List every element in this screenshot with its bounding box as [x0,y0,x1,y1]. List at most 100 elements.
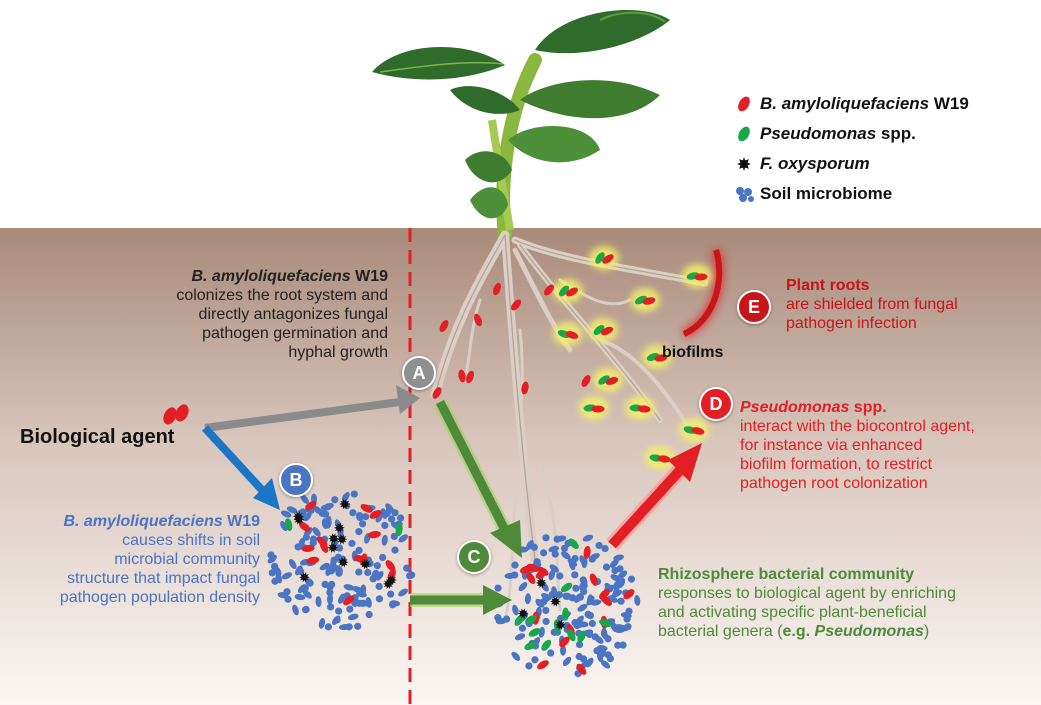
text-e-line: are shielded from fungal [786,295,958,313]
text-c-line: and activating specific plant-beneficial [658,603,927,621]
soil-microbial-community [267,490,416,631]
soil-microbe [292,604,299,616]
bacillus-cell [599,589,610,600]
pseudomonas-cell [599,619,612,628]
text-d-line: pathogen root colonization [740,474,928,492]
soil-microbe [620,612,632,619]
soil-microbe [324,623,333,631]
biofilms-label: biofilms [662,344,724,361]
soil-microbe [380,508,388,519]
soil-microbe [582,534,594,542]
soil-microbe [616,565,624,573]
fungal-spore [299,572,310,583]
soil-microbe [549,564,559,573]
soil-microbe [561,551,571,560]
soil-microbe [346,605,354,613]
soil-microbe [348,539,356,547]
arrow-agent-to-soil [202,425,280,510]
text-e-line: pathogen infection [786,314,917,332]
soil-microbe [338,593,346,604]
fungal-spore [337,557,349,568]
text-b-line: microbial community [114,550,260,568]
soil-microbe [548,569,556,581]
fungal-spore-icon [732,153,760,175]
soil-microbe [604,635,612,643]
bacillus-cell [565,331,579,339]
soil-microbe [351,586,363,593]
soil-microbe [580,587,588,596]
pseudomonas-cell [558,285,570,297]
soil-microbe [531,656,539,664]
soil-microbe [280,510,292,518]
soil-microbe [601,544,609,553]
soil-microbe [526,540,534,550]
text-b-title-italic: B. amyloliquefaciens [63,513,223,530]
bacillus-cell [691,427,705,435]
soil-microbe [267,554,277,564]
soil-microbe [562,592,570,600]
soil-microbe [381,521,389,530]
bacillus-cell [566,287,578,297]
arrow-agent-to-root [204,385,420,432]
bacillus-cell [600,326,614,336]
soil-microbe [585,657,594,668]
soil-microbe [286,506,298,514]
soil-microbe [590,599,602,606]
arrow-soil-to-rhizosphere [410,585,512,615]
bacillus-cell [537,660,549,670]
pseudomonas-cell [284,518,293,532]
soil-microbe [627,575,636,583]
soil-microbe [524,593,531,605]
soil-microbe [494,584,502,592]
soil-microbe [359,600,371,607]
plant-leaf [465,151,512,183]
soil-microbe [634,594,641,606]
soil-microbe [326,583,334,591]
soil-microbe [602,563,611,571]
soil-microbe [387,590,395,598]
soil-microbe [514,633,526,641]
pseudomonas-cell [593,324,605,336]
soil-microbe [619,641,627,649]
soil-microbe [335,569,343,577]
bacillus-cell [623,589,635,600]
bacillus-cell [583,545,591,559]
badge-e: E [737,290,771,324]
text-c-last-bold-italic: Pseudomonas [814,622,924,640]
soil-microbe [300,494,309,504]
soil-microbe [321,518,329,530]
soil-microbe [360,584,367,596]
pseudomonas-cell [595,252,605,264]
soil-microbe [588,555,596,563]
fungal-spore [517,608,529,619]
soil-microbe [604,651,612,659]
soil-microbe [604,582,613,593]
plant-leaf [508,126,600,163]
bacillus-cell [605,377,619,385]
text-c-title: Rhizosphere bacterial community [658,566,915,583]
soil-microbe [571,554,579,563]
text-d-title: Pseudomonas spp. [740,399,1040,418]
legend-item-fusarium: F. oxysporum [732,152,870,176]
arrow-rhizosphere-to-pseudomonas [606,443,702,551]
badge-b: B [279,463,313,497]
bacillus-cell [369,510,382,519]
soil-microbe [614,624,626,631]
soil-microbe [315,596,322,608]
soil-microbe [548,590,556,599]
soil-microbe [297,584,307,594]
bacillus-cell [535,569,548,579]
soil-microbe [297,567,305,576]
bacillus-cell [654,354,668,362]
bacillus-cell [474,313,482,327]
soil-microbe [343,584,355,591]
soil-microbe [355,528,363,536]
soil-microbe [560,544,569,552]
fungal-spore [554,619,566,631]
soil-microbe [335,607,343,615]
text-e-title: Plant roots [786,277,870,294]
text-a-title-rest: W19 [350,268,388,285]
soil-microbe [406,572,414,580]
soil-microbe [351,598,360,606]
